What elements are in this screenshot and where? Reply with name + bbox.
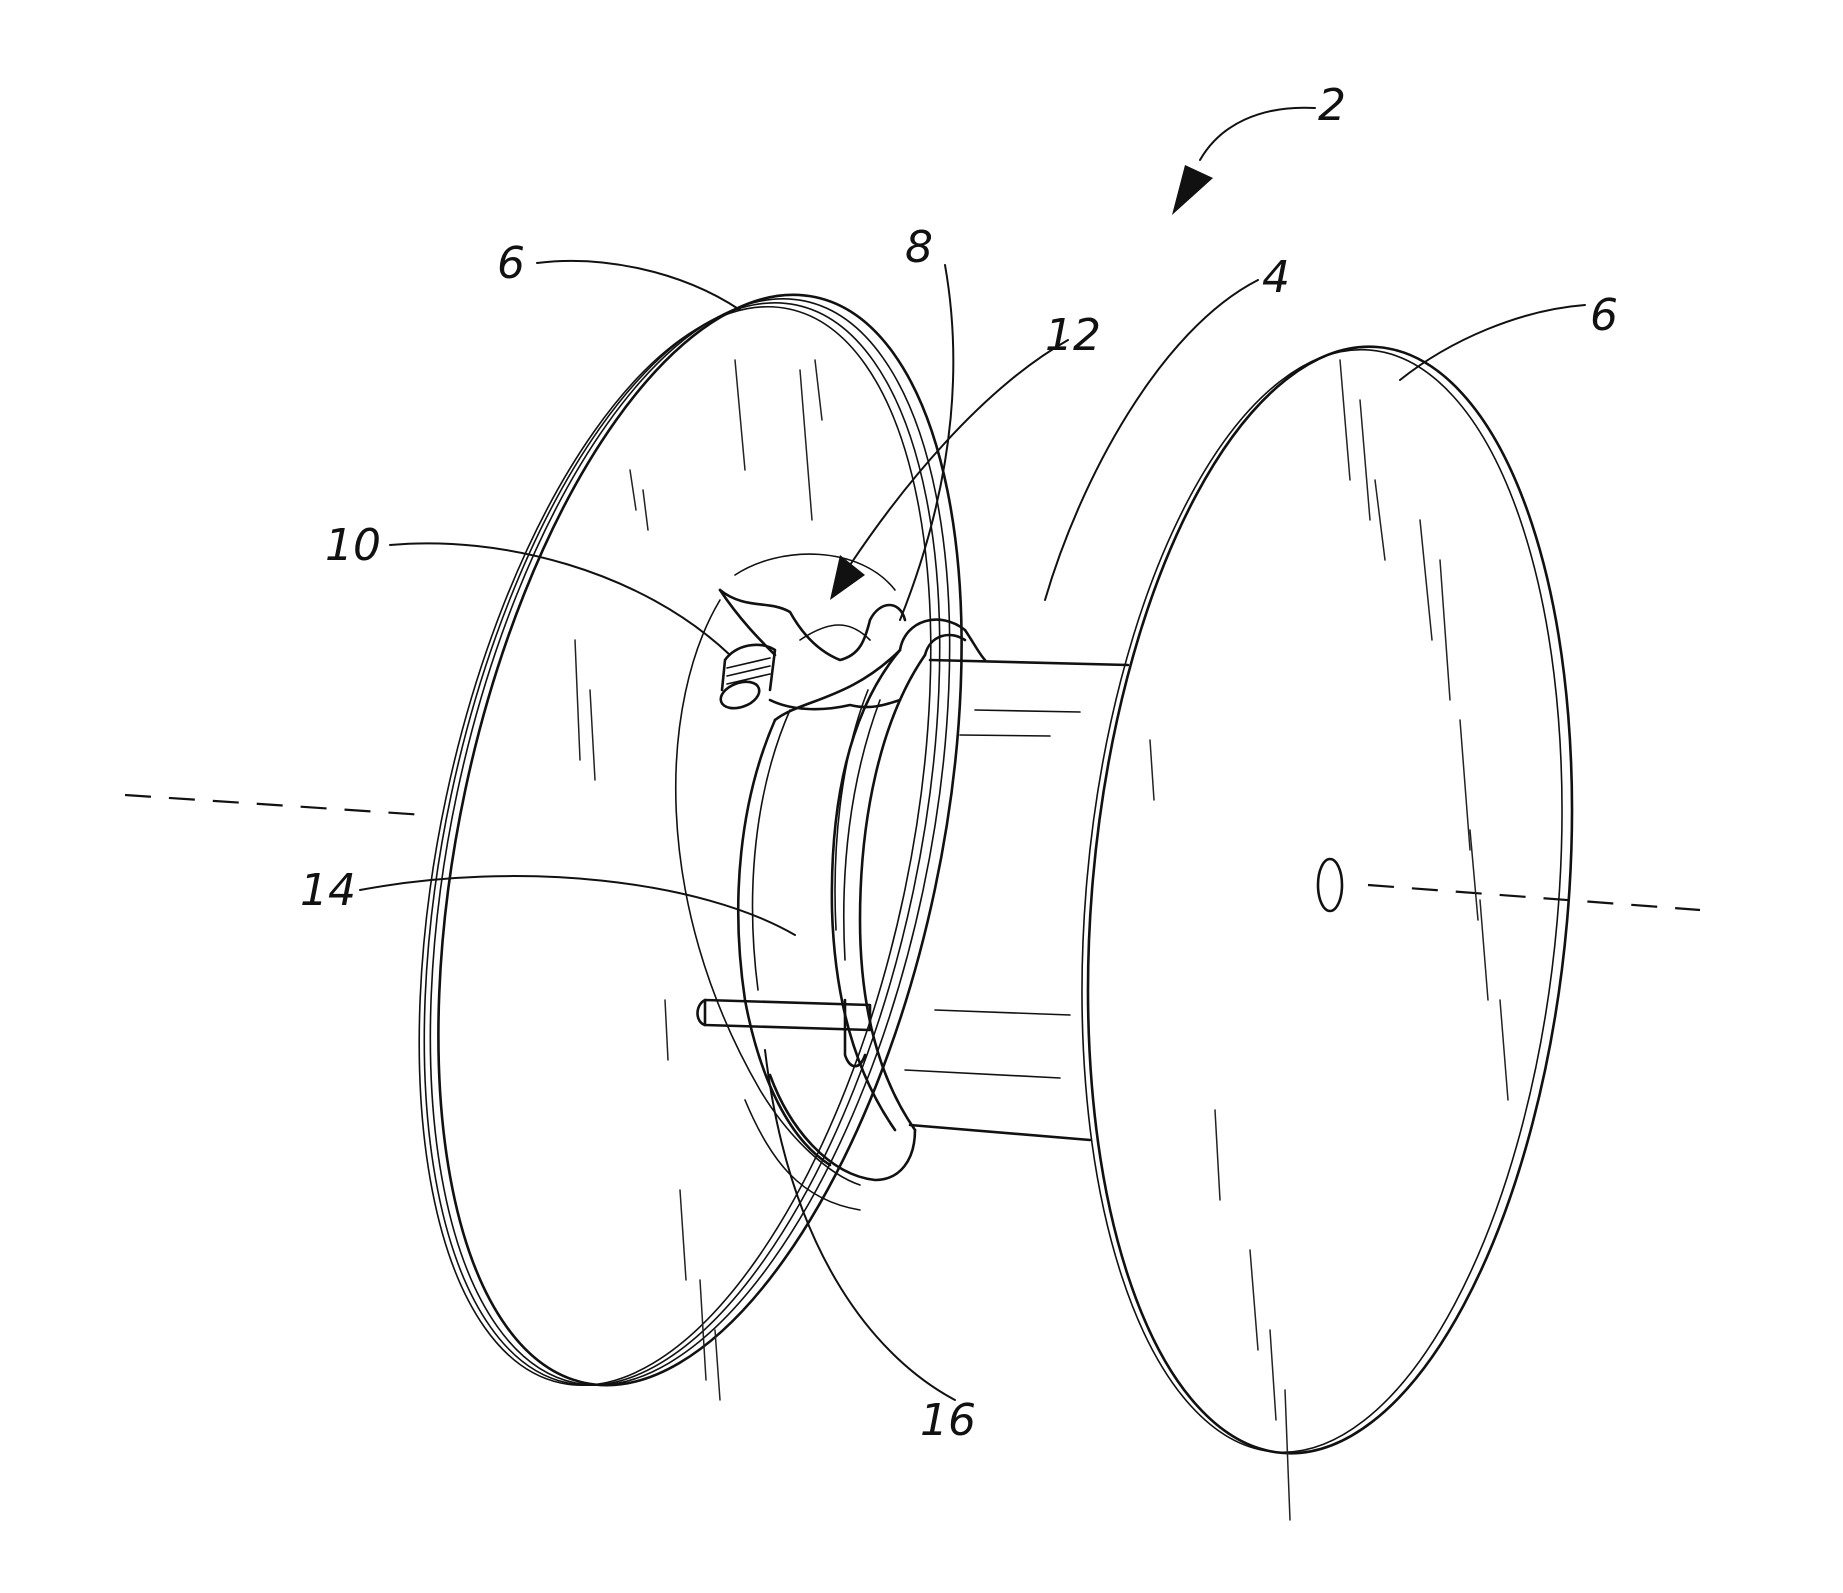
ref-8: 8 bbox=[905, 222, 933, 273]
barrel bbox=[905, 660, 1128, 1140]
retaining-clip bbox=[698, 1000, 871, 1066]
leader-lines bbox=[360, 108, 1585, 1400]
center-hole bbox=[1318, 859, 1342, 911]
axis-line-right bbox=[1368, 885, 1700, 910]
valve-stem bbox=[717, 645, 775, 713]
ref-4: 4 bbox=[1262, 252, 1290, 303]
left-flange bbox=[332, 247, 1050, 1433]
ref-6-left: 6 bbox=[497, 238, 525, 289]
cutaway-opening bbox=[720, 590, 905, 709]
ref-2: 2 bbox=[1318, 80, 1346, 131]
arrow-12-head bbox=[830, 555, 865, 600]
ref-16: 16 bbox=[920, 1395, 976, 1446]
ref-10: 10 bbox=[325, 520, 381, 571]
ref-14: 14 bbox=[300, 865, 356, 916]
ref-12: 12 bbox=[1045, 310, 1101, 361]
axis-line-left bbox=[125, 795, 425, 815]
right-flange bbox=[1039, 326, 1616, 1520]
arrow-2-head bbox=[1172, 165, 1213, 215]
ref-6-right: 6 bbox=[1590, 290, 1618, 341]
reference-numerals: 2 4 6 6 8 10 12 14 16 bbox=[300, 80, 1618, 1446]
